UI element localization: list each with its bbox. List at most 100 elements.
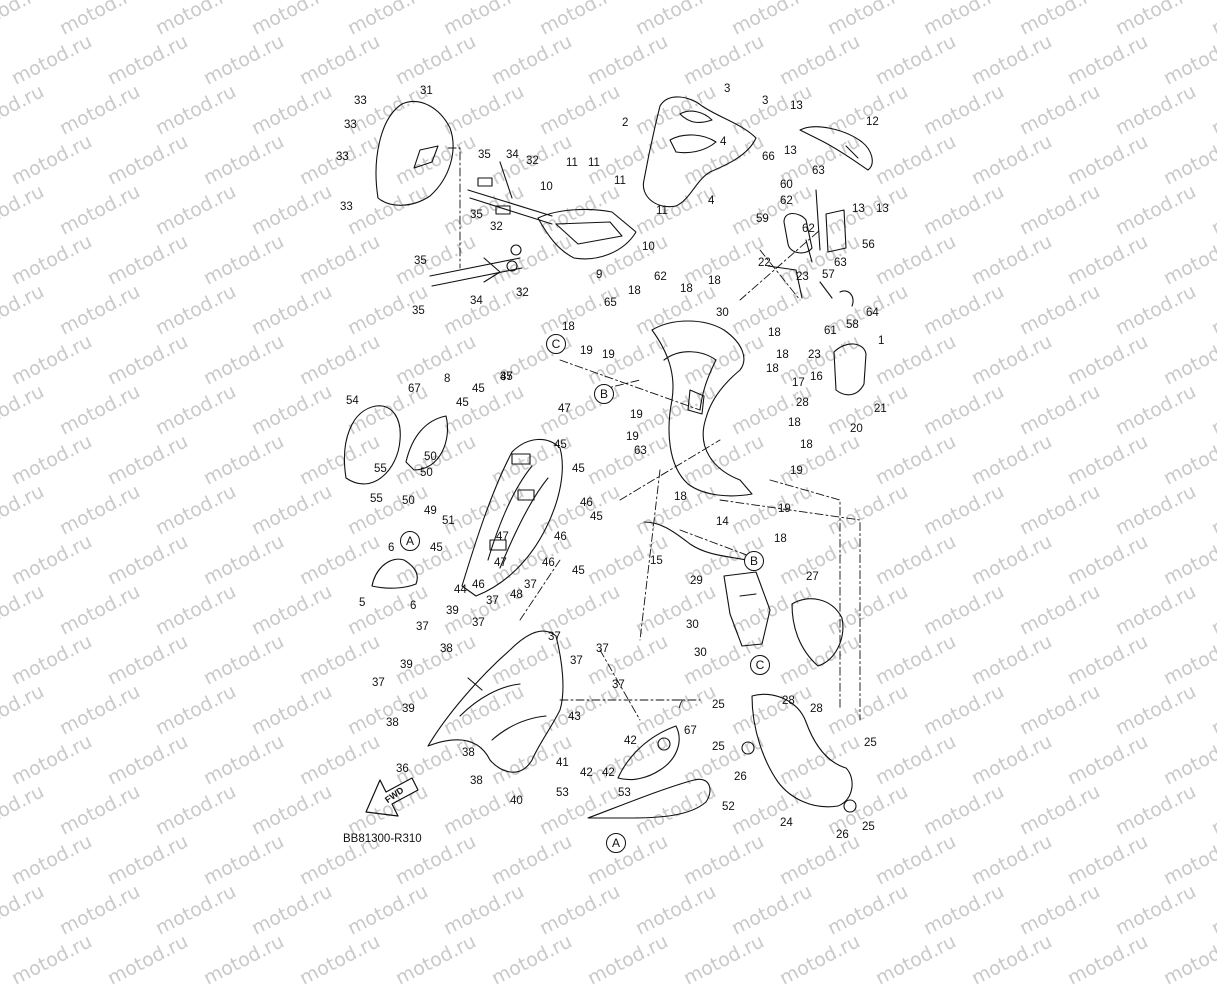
inner-frame-cover-part (461, 438, 563, 597)
part-callout-35: 35 (412, 305, 425, 317)
part-callout-37: 37 (548, 631, 561, 643)
part-callout-33: 33 (344, 119, 357, 131)
part-callout-30: 30 (716, 307, 729, 319)
part-callout-11: 11 (614, 175, 626, 187)
part-callout-18: 18 (788, 417, 801, 429)
part-callout-65: 65 (604, 297, 617, 309)
part-callout-4: 4 (720, 136, 727, 148)
part-callout-62: 62 (780, 195, 793, 207)
part-callout-57: 57 (822, 269, 835, 281)
watermark-text: motod.ru (1064, 930, 1152, 990)
part-callout-37: 37 (500, 371, 513, 383)
part-callout-45: 45 (554, 439, 567, 451)
part-callout-13: 13 (876, 203, 889, 215)
under-cowl-part (751, 693, 853, 808)
part-callout-1: 1 (878, 335, 885, 347)
part-callout-37: 37 (596, 643, 609, 655)
part-callout-46: 46 (542, 557, 555, 569)
part-callout-55: 55 (374, 463, 387, 475)
part-callout-6: 6 (410, 600, 417, 612)
part-callout-18: 18 (774, 533, 787, 545)
part-callout-2: 2 (622, 117, 629, 129)
part-callout-18: 18 (628, 285, 641, 297)
inner-bracket-part (723, 571, 771, 647)
part-callout-20: 20 (850, 423, 863, 435)
reference-marker-b: B (594, 384, 614, 404)
bracket-part (799, 126, 873, 171)
part-callout-38: 38 (470, 775, 483, 787)
part-callout-27: 27 (806, 571, 819, 583)
watermark-text: motod.ru (8, 930, 96, 990)
part-callout-33: 33 (354, 95, 367, 107)
part-callout-58: 58 (846, 319, 859, 331)
part-callout-19: 19 (778, 503, 791, 515)
part-callout-39: 39 (446, 605, 459, 617)
duct-part (791, 598, 844, 667)
part-callout-34: 34 (470, 295, 483, 307)
part-callout-37: 37 (486, 595, 499, 607)
part-callout-63: 63 (812, 165, 825, 177)
reference-marker-b: B (744, 551, 764, 571)
part-callout-47: 47 (494, 557, 507, 569)
part-callout-46: 46 (580, 497, 593, 509)
cowl-stay-part (537, 209, 637, 260)
part-callout-28: 28 (782, 695, 795, 707)
seal-part (783, 212, 813, 254)
part-callout-50: 50 (420, 467, 433, 479)
part-callout-37: 37 (524, 579, 537, 591)
part-callout-19: 19 (626, 431, 639, 443)
diagram-code: BB81300-R310 (343, 833, 422, 845)
part-callout-62: 62 (802, 223, 815, 235)
part-callout-45: 45 (430, 542, 443, 554)
part-callout-33: 33 (340, 201, 353, 213)
part-callout-56: 56 (862, 239, 875, 251)
part-callout-32: 32 (490, 221, 503, 233)
part-callout-6: 6 (388, 542, 395, 554)
part-callout-46: 46 (554, 531, 567, 543)
part-callout-18: 18 (708, 275, 721, 287)
part-callout-55: 55 (370, 493, 383, 505)
part-callout-24: 24 (780, 817, 793, 829)
part-callout-19: 19 (790, 465, 803, 477)
part-callout-36: 36 (396, 763, 409, 775)
part-callout-11: 11 (566, 157, 578, 169)
part-callout-19: 19 (580, 345, 593, 357)
part-callout-18: 18 (674, 491, 687, 503)
part-callout-19: 19 (630, 409, 643, 421)
part-callout-54: 54 (346, 395, 359, 407)
part-callout-28: 28 (810, 703, 823, 715)
part-callout-18: 18 (680, 283, 693, 295)
part-callout-60: 60 (780, 179, 793, 191)
part-callout-45: 45 (456, 397, 469, 409)
part-callout-50: 50 (424, 451, 437, 463)
part-callout-12: 12 (866, 116, 879, 128)
part-callout-10: 10 (642, 241, 655, 253)
part-callout-45: 45 (572, 463, 585, 475)
part-callout-66: 66 (762, 151, 775, 163)
part-callout-34: 34 (506, 149, 519, 161)
watermark-text: motod.ru (584, 930, 672, 990)
part-callout-37: 37 (416, 621, 429, 633)
part-callout-42: 42 (602, 767, 615, 779)
part-callout-18: 18 (766, 363, 779, 375)
watermark-text: motod.ru (1160, 930, 1217, 990)
part-callout-43: 43 (568, 711, 581, 723)
part-callout-45: 45 (590, 511, 603, 523)
part-callout-35: 35 (478, 149, 491, 161)
part-callout-18: 18 (776, 349, 789, 361)
part-callout-38: 38 (386, 717, 399, 729)
part-callout-25: 25 (864, 737, 877, 749)
part-callout-52: 52 (722, 801, 735, 813)
windscreen-part (375, 100, 454, 206)
part-callout-40: 40 (510, 795, 523, 807)
part-callout-13: 13 (784, 145, 797, 157)
lower-trim-part (587, 778, 711, 819)
part-callout-18: 18 (800, 439, 813, 451)
part-callout-45: 45 (500, 371, 513, 383)
part-callout-53: 53 (556, 787, 569, 799)
watermark-text: motod.ru (680, 930, 768, 990)
part-callout-67: 67 (408, 383, 421, 395)
part-callout-25: 25 (712, 699, 725, 711)
part-callout-22: 22 (758, 257, 771, 269)
